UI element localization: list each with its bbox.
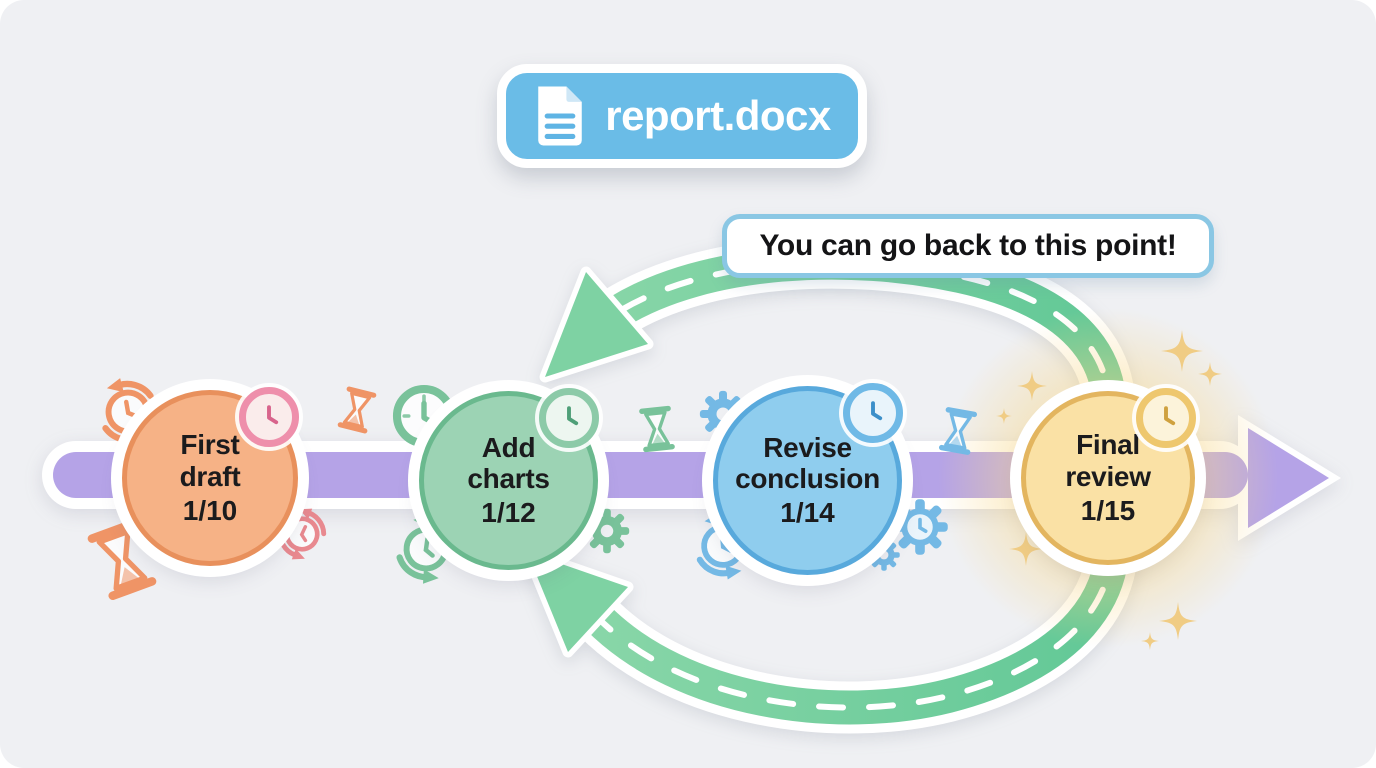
milestone-first-draft: First draft 1/10 [122,387,299,566]
milestone-label: Revise conclusion [735,431,880,495]
milestone-label: First draft [179,429,241,492]
go-back-callout: You can go back to this point! [722,214,1214,278]
clock-badge-icon [843,383,903,443]
clock-hands [267,405,279,425]
hourglass-icon [340,389,373,431]
milestone-label: Final review [1065,429,1151,492]
clock-hands [1164,406,1176,426]
clock-hands [567,406,579,426]
milestone-revise-conclusion: Revise conclusion 1/14 [713,383,903,575]
clock-badge-icon [1136,388,1196,448]
hourglass-icon [642,409,672,450]
milestone-date: 1/14 [780,497,835,529]
milestone-final-review: Final review 1/15 [1021,388,1196,565]
document-icon [538,86,582,146]
callout-text: You can go back to this point! [759,229,1177,262]
milestone-date: 1/15 [1080,494,1136,526]
milestone-add-charts: Add charts 1/12 [419,388,599,570]
clock-hands [871,401,883,421]
clock-badge-icon [539,388,599,448]
milestone-date: 1/12 [481,497,536,529]
clock-badge-icon [239,387,299,447]
file-name: report.docx [605,92,831,139]
gear-icon [584,508,630,554]
milestone-date: 1/10 [182,494,238,526]
loop-arrowhead-top [539,266,654,383]
gear-clock-icon [890,497,950,557]
file-badge: report.docx [497,64,867,168]
milestone-label: Add charts [467,431,550,495]
loop-arrowhead-bottom [521,546,634,658]
